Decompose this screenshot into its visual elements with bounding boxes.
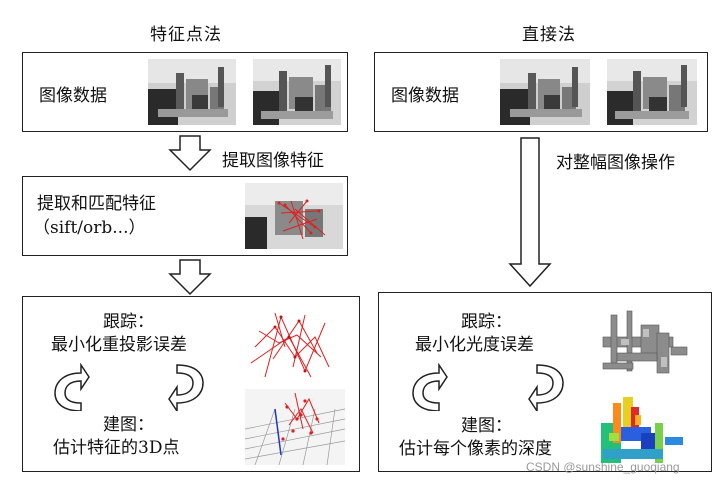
right-tracking-heading: 跟踪：: [461, 312, 512, 332]
right-image-data-label: 图像数据: [391, 86, 459, 106]
right-cycle-arrow-left-icon: [409, 363, 449, 411]
extract-match-label: 提取和匹配特征: [37, 194, 156, 214]
sparse-3d-points-image: [245, 389, 345, 465]
left-photo-1: [148, 59, 236, 125]
right-tracking-mapping-box: 跟踪： 最小化光度误差 建图： 估计每个像素的深度: [378, 292, 712, 472]
left-mapping-desc: 估计特征的3D点: [53, 438, 180, 458]
gray-dense-reconstruction-image: [597, 307, 693, 383]
csdn-watermark: CSDN @sunshine_guoqiang: [526, 460, 680, 474]
right-image-data-box: 图像数据: [374, 52, 708, 132]
left-tracking-desc: 最小化重投影误差: [51, 335, 187, 355]
left-image-data-box: 图像数据: [22, 52, 348, 132]
left-tracking-heading: 跟踪：: [103, 312, 154, 332]
right-photo-1: [500, 59, 590, 125]
left-tracking-mapping-box: 跟踪： 最小化重投影误差 建图： 估计特征的3D点: [22, 296, 360, 472]
colored-depth-map-image: [595, 393, 693, 467]
right-title: 直接法: [522, 25, 576, 45]
left-title: 特征点法: [150, 25, 222, 45]
left-down-arrow-2: [168, 258, 212, 296]
left-image-data-label: 图像数据: [39, 86, 107, 106]
left-cycle-arrow-right-icon: [167, 363, 207, 411]
right-cycle-arrow-right-icon: [527, 363, 567, 411]
right-mapping-desc: 估计每个像素的深度: [399, 439, 552, 459]
reprojection-lines-image: [245, 307, 333, 383]
right-photo-2: [607, 59, 697, 125]
whole-image-operation-label: 对整幅图像操作: [556, 153, 675, 173]
extract-match-box: 提取和匹配特征 （sift/orb...）: [22, 176, 348, 256]
right-tracking-desc: 最小化光度误差: [415, 335, 534, 355]
feature-match-photo: [245, 183, 343, 249]
right-mapping-heading: 建图：: [461, 416, 512, 436]
extract-features-label: 提取图像特征: [222, 151, 324, 171]
left-mapping-heading: 建图：: [103, 415, 154, 435]
right-long-down-arrow: [508, 136, 552, 288]
left-down-arrow-1: [168, 134, 212, 172]
sift-orb-label: （sift/orb...）: [33, 218, 146, 238]
left-photo-2: [253, 59, 341, 125]
left-cycle-arrow-left-icon: [51, 363, 91, 411]
